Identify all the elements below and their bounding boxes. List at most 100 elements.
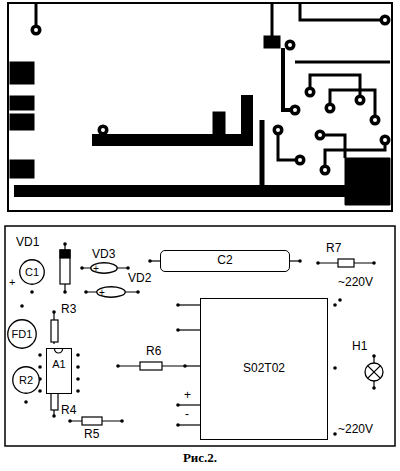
solder-point bbox=[76, 365, 80, 369]
chip-body: A1 bbox=[46, 348, 72, 394]
solder-point bbox=[68, 419, 72, 423]
outline bbox=[91, 263, 118, 274]
pcb-traces bbox=[10, 114, 34, 130]
solder-point bbox=[372, 261, 376, 265]
outline bbox=[97, 287, 126, 298]
solder-pad bbox=[320, 165, 331, 176]
solder-point bbox=[76, 353, 80, 357]
solder-point bbox=[333, 303, 337, 307]
solder-pad bbox=[98, 125, 109, 136]
solder-pad bbox=[273, 125, 284, 136]
solder-pad bbox=[325, 103, 336, 114]
outline bbox=[13, 367, 40, 394]
part-label: R4 bbox=[61, 404, 76, 417]
solder-pad bbox=[31, 15, 391, 176]
pcb-traces bbox=[345, 158, 390, 205]
solder-pad bbox=[325, 103, 336, 114]
solder-pad bbox=[370, 115, 381, 126]
relay-module: S02T02 bbox=[200, 298, 328, 440]
solder-point bbox=[183, 364, 187, 368]
solder-pad bbox=[380, 135, 391, 146]
solder-point bbox=[63, 242, 67, 246]
part-label: R7 bbox=[326, 242, 341, 255]
component-lead bbox=[185, 365, 200, 366]
pcb-traces bbox=[213, 112, 225, 138]
pcb-traces bbox=[260, 120, 265, 185]
solder-point bbox=[176, 423, 180, 427]
solder-point bbox=[176, 328, 180, 332]
diode-symbol bbox=[60, 250, 70, 284]
solder-point bbox=[80, 266, 84, 270]
pcb-traces bbox=[264, 36, 280, 48]
pcb-traces bbox=[295, 61, 390, 64]
solder-pad bbox=[295, 155, 306, 166]
solder-pad bbox=[308, 90, 312, 94]
figure-caption: Рис.2. bbox=[0, 451, 400, 465]
diode-symbol bbox=[60, 250, 70, 258]
diode-body: + bbox=[90, 262, 118, 274]
solder-pad bbox=[315, 130, 326, 141]
terminal-label: ~220V bbox=[338, 423, 373, 436]
solder-pad bbox=[31, 25, 42, 36]
solder-point bbox=[52, 310, 56, 314]
part-label: R2 bbox=[19, 374, 33, 386]
lamp-symbol bbox=[368, 366, 381, 379]
resistor-symbol bbox=[51, 320, 58, 342]
solder-pad bbox=[373, 118, 377, 122]
pcb-traces bbox=[8, 3, 392, 211]
solder-point bbox=[38, 365, 42, 369]
terminal-label: ~220V bbox=[338, 276, 373, 289]
solder-point bbox=[316, 261, 320, 265]
solder-point bbox=[76, 389, 80, 393]
solder-pad bbox=[318, 133, 322, 137]
pcb-traces bbox=[92, 95, 247, 140]
solder-pad bbox=[305, 87, 316, 98]
part-label: + bbox=[99, 287, 105, 298]
solder-pad bbox=[31, 25, 42, 36]
pcb-traces bbox=[8, 3, 392, 211]
solder-pad bbox=[98, 125, 109, 136]
capacitor-body: C2 bbox=[160, 250, 290, 272]
solder-pad bbox=[276, 128, 280, 132]
chip-notch bbox=[55, 349, 63, 353]
solder-point bbox=[298, 259, 302, 263]
solder-pad bbox=[323, 168, 327, 172]
solder-point bbox=[333, 366, 337, 370]
solder-point bbox=[333, 432, 337, 436]
polarity-mark: - bbox=[185, 408, 189, 421]
diode-body: + bbox=[96, 286, 126, 298]
component-lead bbox=[178, 404, 200, 405]
resistor-symbol bbox=[338, 259, 354, 267]
capacitor-circle: C1 bbox=[19, 259, 45, 285]
solder-pad bbox=[285, 40, 296, 51]
part-label: H1 bbox=[352, 340, 367, 353]
solder-point bbox=[338, 298, 342, 302]
part-label: VD1 bbox=[16, 236, 39, 249]
resistor-symbol bbox=[82, 417, 102, 425]
part-label: + bbox=[93, 263, 99, 274]
layout-frame bbox=[5, 226, 395, 446]
part-label: FD1 bbox=[12, 328, 33, 340]
outline bbox=[8, 320, 37, 349]
pcb-traces bbox=[271, 3, 274, 40]
photodiode-circle: FD1 bbox=[7, 319, 37, 349]
solder-point bbox=[63, 290, 67, 294]
pcb-traces bbox=[278, 130, 300, 160]
solder-point bbox=[24, 400, 28, 404]
part-label: C2 bbox=[217, 254, 232, 267]
solder-pad bbox=[288, 43, 292, 47]
solder-point bbox=[38, 389, 42, 393]
solder-pad bbox=[370, 115, 381, 126]
solder-pad bbox=[290, 105, 301, 116]
solder-pad bbox=[320, 165, 331, 176]
solder-point bbox=[52, 414, 56, 418]
part-label: R6 bbox=[146, 345, 161, 358]
solder-pad bbox=[383, 18, 387, 22]
solder-point bbox=[136, 290, 140, 294]
solder-pad bbox=[293, 108, 297, 112]
component-lead bbox=[178, 304, 200, 305]
solder-point bbox=[126, 266, 130, 270]
pcb-traces bbox=[10, 160, 34, 178]
